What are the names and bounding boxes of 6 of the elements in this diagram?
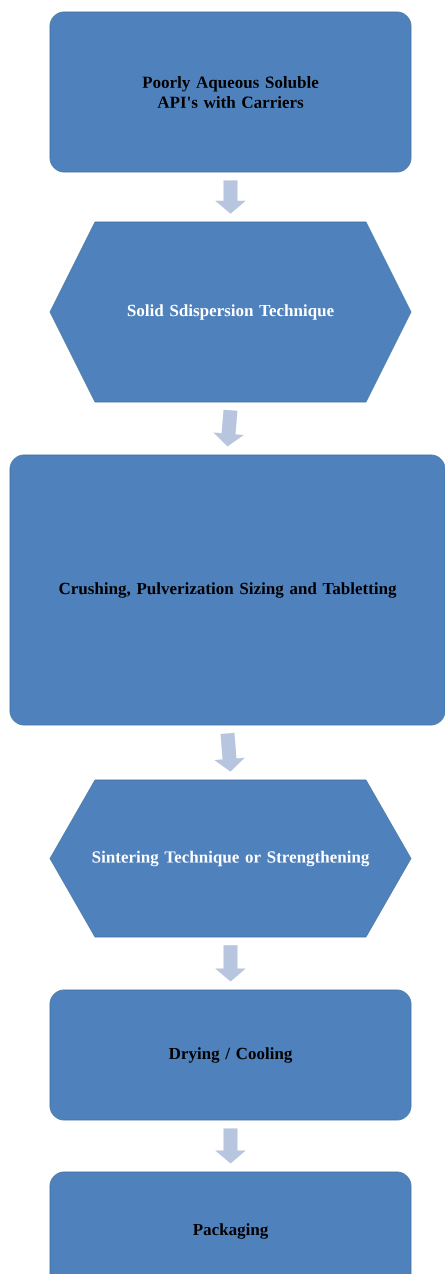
hexagon-box: Sintering Technique or Strengthening xyxy=(49,779,412,938)
process-box: Crushing, Pulverization Sizing and Tabletting xyxy=(9,454,445,726)
hexagon-box: Solid Sdispersion Technique xyxy=(49,221,412,403)
process-box: Drying / Cooling xyxy=(49,989,412,1121)
process-box: Poorly Aqueous Soluble API's with Carriers xyxy=(49,11,412,173)
process-box: Packaging xyxy=(49,1171,412,1274)
